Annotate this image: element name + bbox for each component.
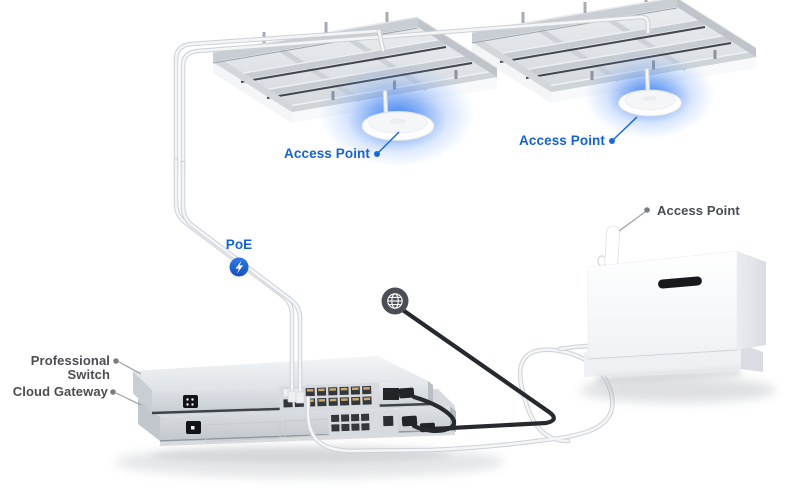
ceiling-access-point-2 xyxy=(583,51,715,139)
gateway-wan-port xyxy=(383,415,394,427)
poe-cable-upper-run xyxy=(173,14,651,176)
label-professional-switch: Professional Switch xyxy=(30,353,110,383)
switch-sfp-cage xyxy=(383,388,399,400)
wall-access-point-device xyxy=(580,225,776,403)
ceiling-access-point-1 xyxy=(319,63,475,167)
wall-ap-antenna xyxy=(604,225,621,269)
professional-switch-device xyxy=(133,356,433,415)
internet-globe-icon xyxy=(381,287,409,315)
annotation-leaders xyxy=(110,116,650,406)
label-ceiling-access-point-1: Access Point xyxy=(284,146,370,161)
label-poe: PoE xyxy=(225,237,253,252)
gateway-port-block xyxy=(328,410,399,437)
label-cloud-gateway: Cloud Gateway xyxy=(12,384,108,399)
label-ceiling-access-point-2: Access Point xyxy=(519,133,605,148)
poe-lightning-icon xyxy=(229,257,249,277)
gateway-uplink-cable xyxy=(398,387,457,433)
label-wall-access-point: Access Point xyxy=(657,203,740,218)
switch-display xyxy=(183,395,198,408)
wall-ap-slot xyxy=(658,276,702,289)
